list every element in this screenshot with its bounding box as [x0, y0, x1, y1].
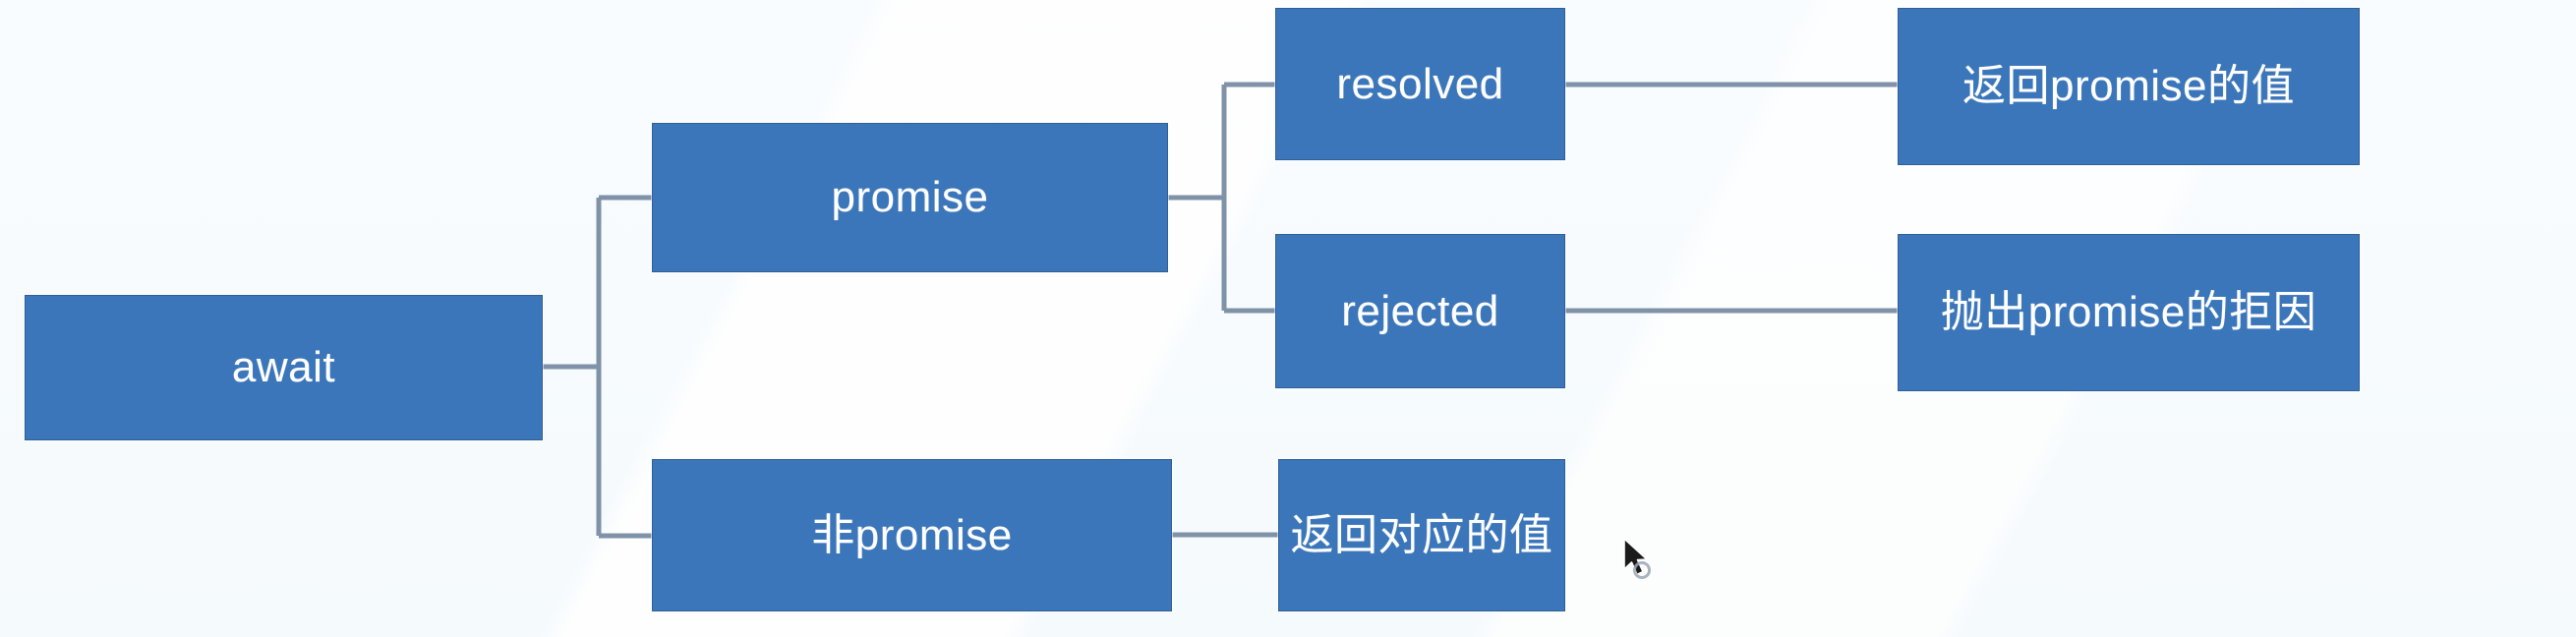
- node-await[interactable]: await: [25, 295, 543, 440]
- node-non-promise-result-label: 返回对应的值: [1290, 510, 1553, 559]
- node-await-label: await: [231, 343, 336, 391]
- node-resolved-result[interactable]: 返回promise的值: [1898, 8, 2360, 165]
- node-rejected[interactable]: rejected: [1275, 234, 1565, 388]
- node-promise-label: promise: [831, 173, 989, 221]
- mouse-cursor-arrow-icon: [1623, 538, 1651, 579]
- node-non-promise-result[interactable]: 返回对应的值: [1278, 459, 1565, 611]
- node-resolved[interactable]: resolved: [1275, 8, 1565, 160]
- node-resolved-result-label: 返回promise的值: [1962, 62, 2295, 110]
- node-promise[interactable]: promise: [652, 123, 1168, 272]
- node-resolved-label: resolved: [1336, 59, 1504, 108]
- node-non-promise-label: 非promise: [811, 510, 1013, 559]
- node-rejected-result-label: 抛出promise的拒因: [1940, 288, 2317, 336]
- node-rejected-result[interactable]: 抛出promise的拒因: [1898, 234, 2360, 391]
- node-rejected-label: rejected: [1341, 286, 1499, 335]
- node-non-promise[interactable]: 非promise: [652, 459, 1172, 611]
